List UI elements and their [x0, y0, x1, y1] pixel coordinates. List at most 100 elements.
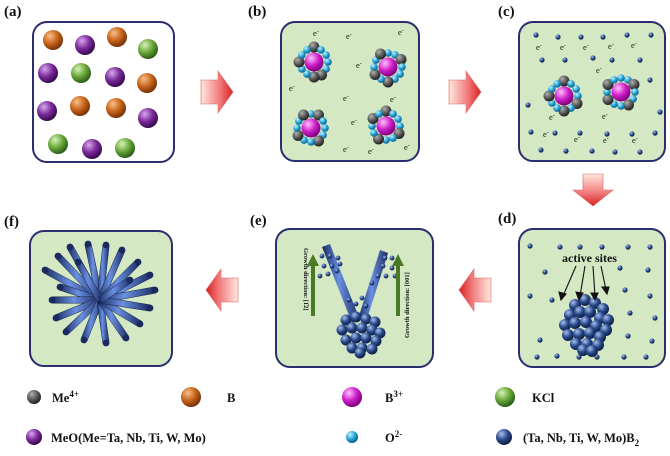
boride-dot [599, 244, 605, 250]
o2-ion [394, 115, 402, 123]
me4-ion [623, 99, 634, 111]
boride-dot [577, 130, 583, 136]
boride-dot [612, 149, 618, 155]
o2-ion [548, 85, 556, 93]
me4-ion [628, 79, 640, 90]
boride-nucleus-sphere [574, 306, 586, 318]
boride-dot [648, 32, 654, 38]
nanorod-tip [52, 314, 60, 322]
me4-ion [293, 56, 305, 68]
boride-dot [542, 269, 548, 275]
nanorod-tip [146, 304, 154, 312]
electron-label: e- [603, 135, 609, 145]
electron-label: e- [368, 146, 374, 156]
panel-f-nanorods [41, 240, 159, 347]
o2-ion [398, 63, 406, 71]
nanorod-tip [102, 339, 110, 347]
nanorod-tip [48, 296, 56, 304]
meo-particle [105, 67, 125, 87]
o2-ion [298, 51, 306, 59]
boride-dot [325, 271, 331, 277]
boride-dot [652, 315, 658, 321]
nanorod-tip [74, 258, 82, 266]
boride-dot [649, 338, 655, 344]
o2-ion [553, 104, 561, 112]
legend-kcl-icon [495, 387, 515, 407]
panel-a-box [32, 21, 175, 163]
o2-ion [375, 110, 383, 118]
nanorod-tip [151, 286, 159, 294]
o2-ion [368, 122, 376, 130]
me4-ion [308, 71, 320, 83]
boride-dot [577, 244, 583, 250]
nanorod-tip [122, 334, 130, 342]
electron-label: e- [574, 134, 580, 144]
arrow-a-to-b [200, 70, 234, 114]
electron-label: e- [313, 28, 319, 38]
boride-dot [647, 293, 653, 299]
panel-label-c: (c) [498, 4, 515, 20]
me4-ion [375, 48, 386, 60]
boride-dot [617, 265, 623, 271]
boron-particle [70, 96, 90, 116]
electron-label: e- [289, 83, 295, 93]
boron-particle [43, 30, 63, 50]
boron-particle [137, 73, 157, 93]
electron-label: e- [602, 111, 608, 121]
electron-label: e- [356, 60, 362, 70]
boride-dot [334, 268, 340, 274]
boride-nucleus-sphere [584, 327, 596, 339]
boride-dot [563, 148, 569, 154]
boride-nucleus-sphere [559, 319, 571, 331]
boride-dot [527, 293, 533, 299]
boride-nucleus-sphere [579, 294, 591, 306]
legend-boride-label: (Ta, Nb, Ti, W, Mo)B2 [523, 431, 640, 448]
electron-label: e- [631, 40, 637, 50]
electron-label: e- [398, 27, 404, 37]
boride-dot [554, 353, 560, 359]
nanorod-tip [54, 252, 62, 260]
boride-dot [327, 253, 333, 259]
panel-a-particles [37, 27, 158, 159]
me4-ion [292, 130, 304, 141]
electron-label: e- [404, 142, 410, 152]
o2-ion [610, 76, 618, 84]
boride-dot [317, 273, 323, 279]
boride-nucleus-sphere [580, 316, 592, 328]
electron-label: e- [343, 93, 349, 103]
o2-ion [307, 138, 315, 146]
o2-ion [574, 92, 582, 100]
b3-ion [378, 57, 398, 77]
boride-dot [557, 244, 563, 250]
electron-label: e- [632, 135, 638, 145]
active-sites-label: active sites [562, 251, 617, 265]
o2-ion [617, 102, 625, 110]
me4-ion [298, 109, 309, 121]
electron-label: e- [536, 42, 542, 52]
boride-dot [604, 131, 610, 137]
legend-boron-icon [181, 387, 201, 407]
boride-dot [652, 130, 658, 136]
boride-nucleus-sphere [354, 347, 366, 359]
arrow-b-to-c [448, 70, 482, 114]
boride-dot [346, 297, 352, 303]
boride-dot [525, 102, 531, 108]
arrow-d-to-e [458, 268, 492, 312]
o2-ion [303, 46, 311, 54]
boride-dot [576, 354, 582, 360]
b3-ion [376, 116, 396, 136]
boride-dot [600, 34, 606, 40]
boride-dot [375, 273, 381, 279]
boride-nucleus-sphere [366, 343, 378, 355]
panel-d-nucleation [527, 243, 658, 360]
electron-label: e- [560, 42, 566, 52]
boride-dot [539, 57, 545, 63]
boride-dot [647, 244, 653, 250]
nanorod-tip [41, 266, 49, 274]
boride-dot [629, 131, 635, 137]
kcl-particle [71, 63, 91, 83]
me4-ion [558, 105, 570, 117]
meo-particle [82, 139, 102, 159]
boride-nucleus-sphere [573, 328, 585, 340]
boride-dot [335, 255, 341, 261]
